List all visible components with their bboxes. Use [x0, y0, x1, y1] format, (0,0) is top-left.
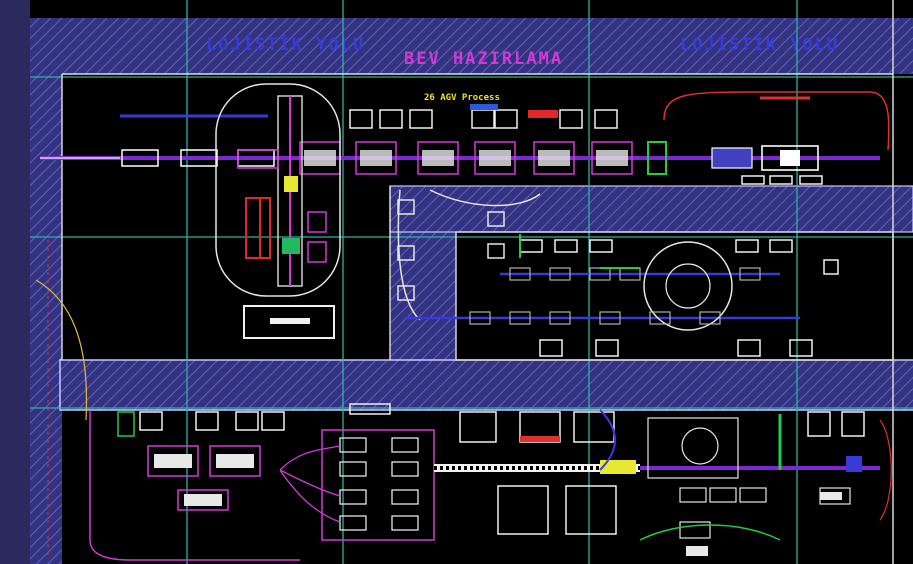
logistics-road-left: [30, 74, 62, 564]
section-title-label: BEV HAZIRLAMA: [404, 49, 563, 69]
logistics-road-top: [30, 18, 913, 74]
logistics-road-label-left: LOJİSTİK YOLU: [206, 33, 365, 55]
top-station-boxes: [349, 109, 823, 185]
red-marker-top: [528, 110, 558, 118]
logistics-road-label-right: LOJİSTİK YOLU: [680, 33, 839, 55]
logistics-road-middle: [390, 186, 913, 232]
lower-assembly-area: [89, 403, 892, 561]
agv-loop-left: [215, 83, 341, 339]
grid-lines: [30, 0, 913, 564]
logistics-road-lower: [54, 360, 913, 410]
red-conveyor-loop: [663, 91, 890, 151]
boundary-outline: [61, 73, 894, 361]
agv-loop-middle: [397, 189, 839, 357]
drawing-canvas: [30, 0, 913, 564]
lower-right-stations: [686, 492, 842, 556]
agv-process-note: 26 AGV Process: [424, 93, 500, 103]
logistics-road-middle-stub: [390, 232, 456, 360]
main-conveyor-line: [40, 141, 880, 175]
